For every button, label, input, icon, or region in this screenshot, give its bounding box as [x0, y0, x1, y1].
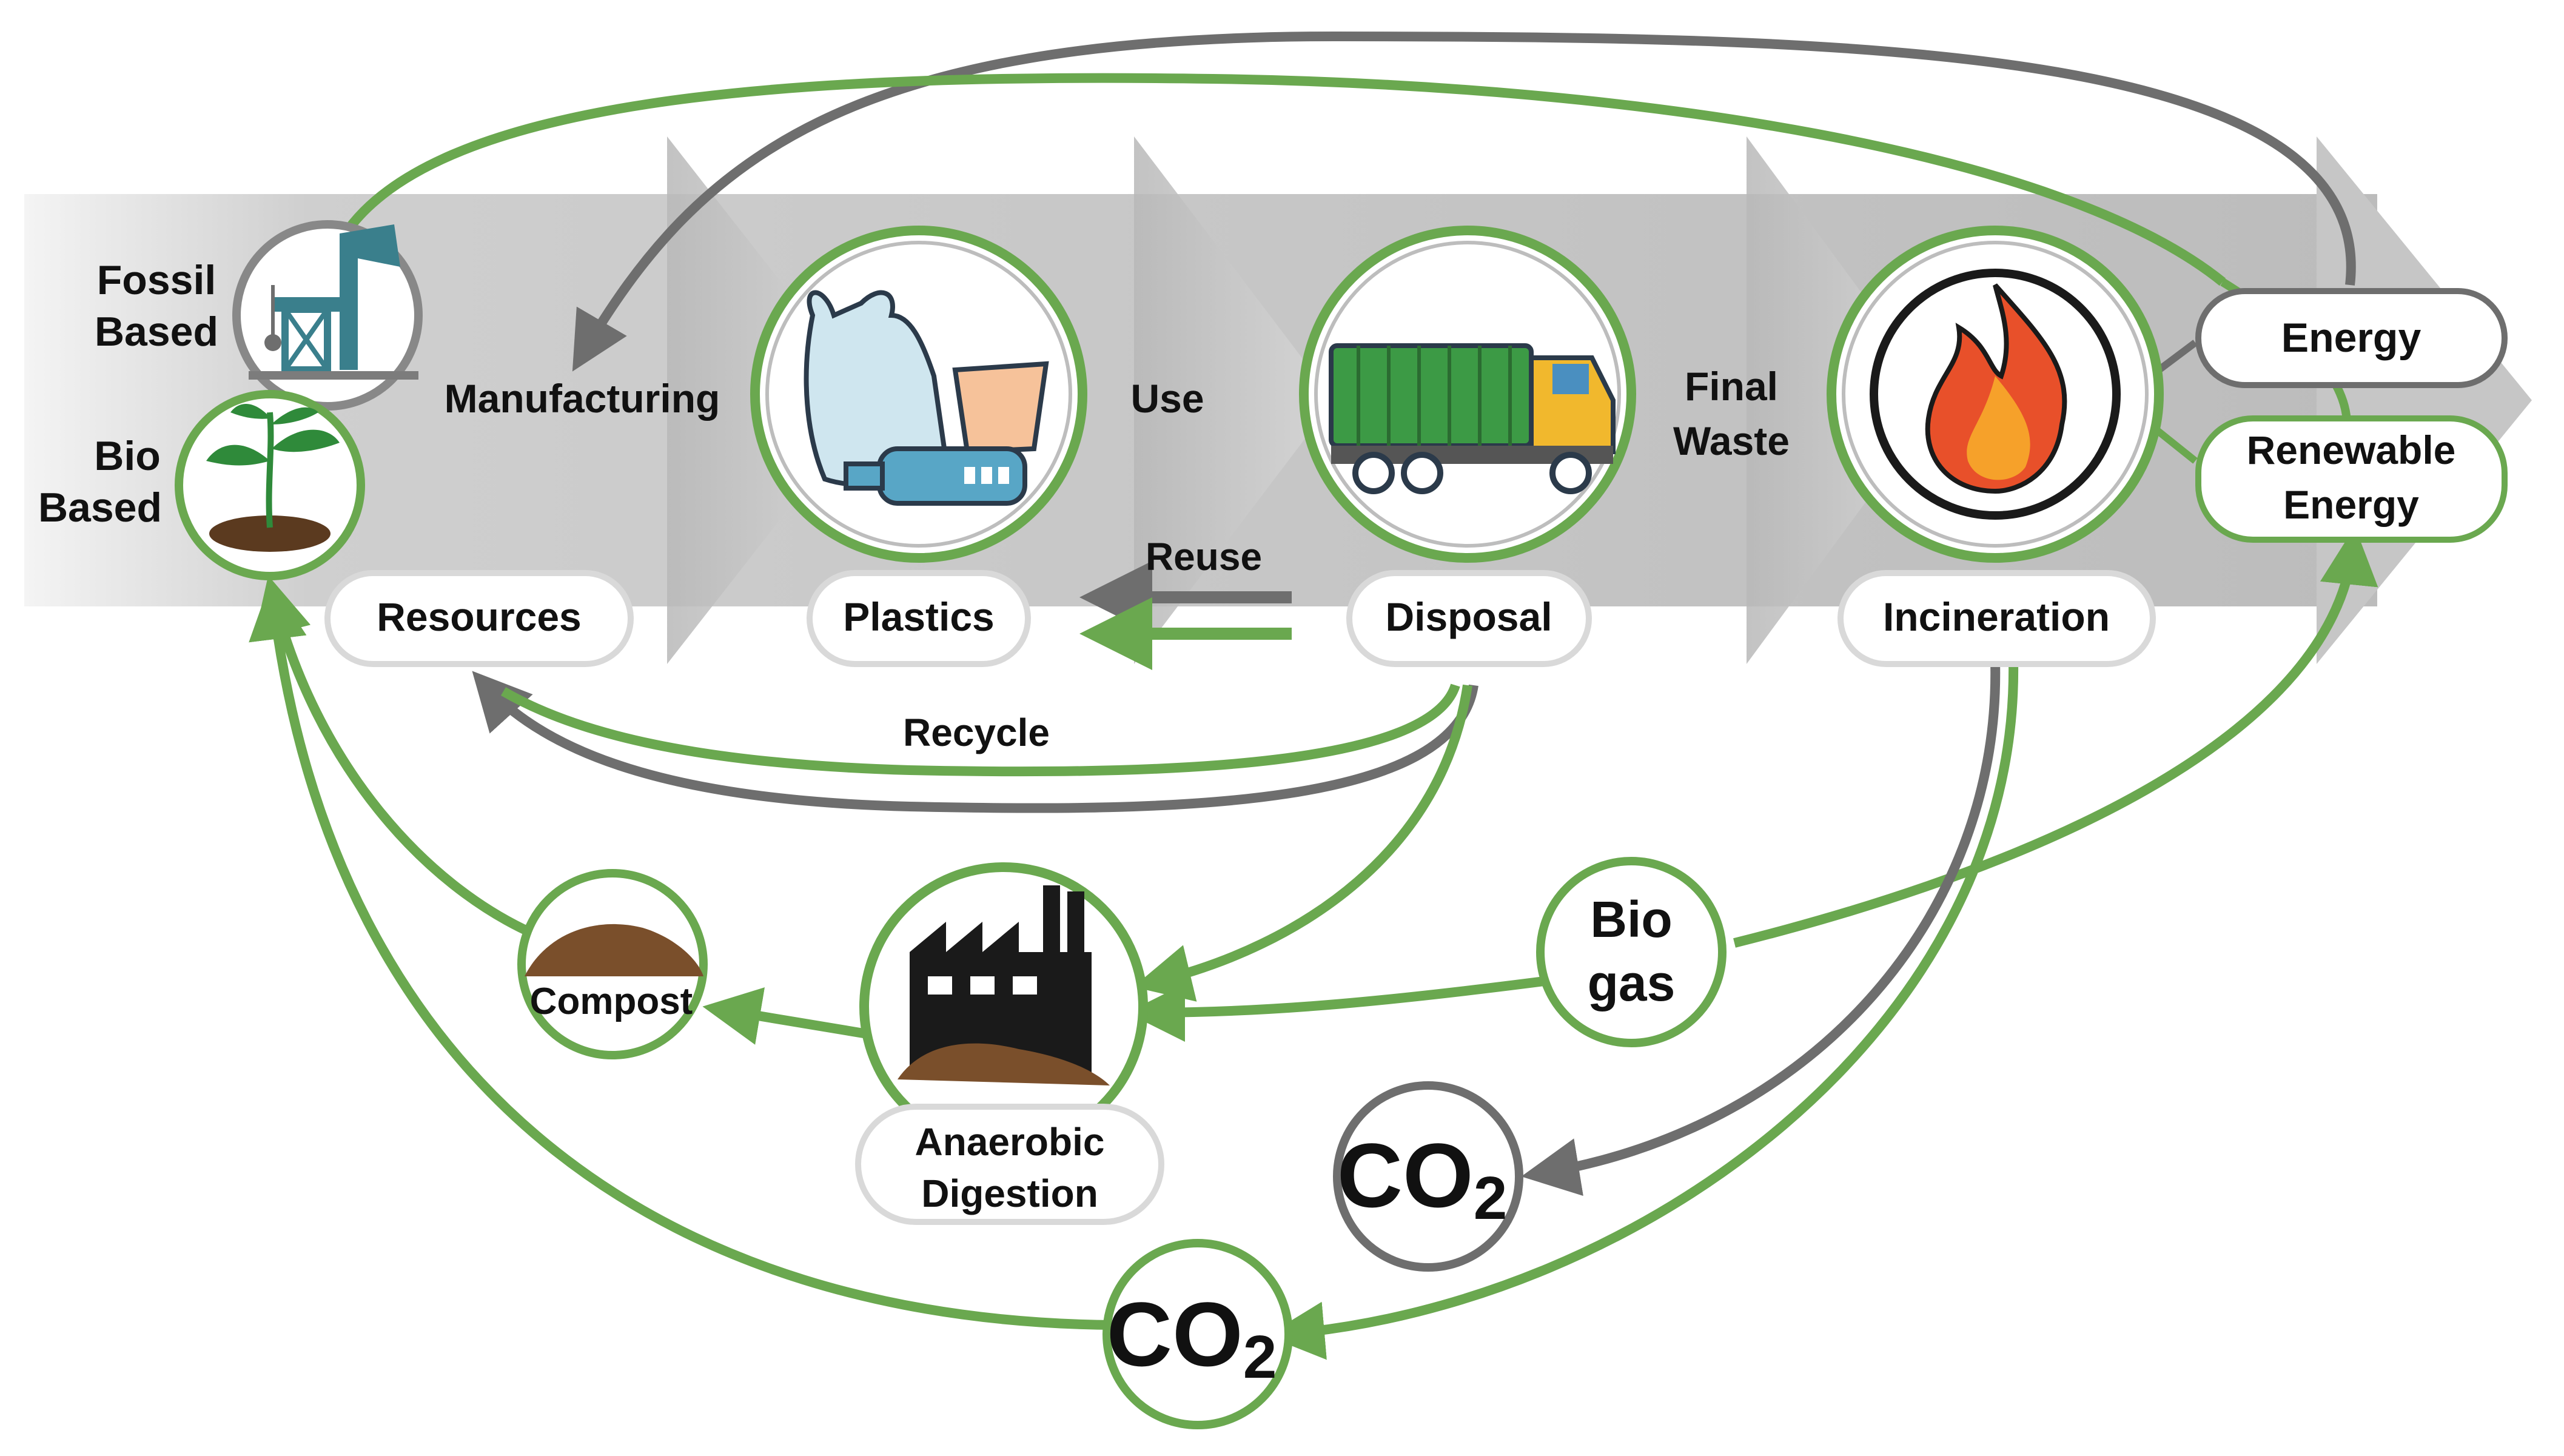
- biogas-to-digestion-arrow: [1127, 975, 1560, 1042]
- resources-label: Resources: [377, 594, 582, 639]
- co2-grey-main: CO: [1337, 1124, 1474, 1226]
- manufacturing-label: Manufacturing: [445, 376, 720, 421]
- disposal-to-digestion-arrow: [1133, 684, 1472, 1002]
- recycle-green-arrow: [500, 683, 1460, 777]
- co2-grey-subscript: 2: [1474, 1164, 1508, 1232]
- reuse-label: Reuse: [1146, 535, 1262, 579]
- plastic-bag-cup-bottle-icon: [804, 290, 1049, 506]
- co2-green-label: CO2: [1107, 1283, 1277, 1391]
- final-waste-label-line1: Final: [1685, 364, 1778, 409]
- biogas-circle: [1536, 857, 1727, 1047]
- top-grey-loop-arrow: [572, 31, 2356, 372]
- plant-icon: [206, 404, 340, 552]
- compost-to-resources-arrow: [253, 575, 536, 939]
- fossil-label-line2: Based: [95, 309, 218, 355]
- final-waste-label-line2: Waste: [1673, 418, 1790, 463]
- incineration-to-co2-arrow: [1521, 660, 2001, 1196]
- factory-icon: [898, 885, 1110, 1085]
- anaerobic-digestion-pill: [855, 1104, 1164, 1225]
- disposal-label: Disposal: [1385, 594, 1552, 639]
- co2-grey-circle: [1333, 1081, 1523, 1272]
- compost-heap-icon: [525, 924, 703, 976]
- digestion-icon-circle: [859, 862, 1148, 1151]
- fossil-label-line1: Fossil: [97, 257, 216, 303]
- co2-to-resources-arrow: [249, 581, 1116, 1330]
- digestion-to-compost-arrow: [702, 987, 868, 1045]
- garbage-truck-icon: [1329, 343, 1616, 494]
- disposal-icon-circle: [1299, 226, 1636, 563]
- incineration-icon-circle: [1827, 226, 2164, 563]
- renewable-energy-label-line1: Renewable: [2247, 428, 2456, 472]
- fire-icon: [1925, 283, 2067, 494]
- disposal-pill: [1346, 570, 1592, 667]
- energy-label: Energy: [2281, 315, 2421, 361]
- co2-green-circle: [1102, 1239, 1293, 1429]
- plastics-label: Plastics: [843, 594, 995, 639]
- co2-grey-label: CO2: [1337, 1124, 1508, 1232]
- resources-pill: [324, 570, 634, 667]
- compost-icon-circle: [517, 869, 708, 1059]
- incineration-pill: [1837, 570, 2156, 667]
- anaerobic-label-line1: Anaerobic: [915, 1120, 1105, 1164]
- bio-label-line2: Based: [38, 485, 162, 531]
- co2-green-subscript: 2: [1243, 1323, 1277, 1391]
- recycle-label: Recycle: [903, 711, 1050, 754]
- renewable-energy-label-line2: Energy: [2283, 482, 2419, 527]
- plastics-pill: [807, 570, 1031, 667]
- energy-pill: [2195, 288, 2508, 388]
- compost-label: Compost: [530, 981, 693, 1022]
- fossil-icon-circle: [232, 220, 423, 411]
- plastics-icon-circle: [750, 226, 1087, 563]
- anaerobic-label-line2: Digestion: [921, 1172, 1098, 1215]
- incineration-to-green-co2-arrow: [1266, 660, 2019, 1360]
- incineration-label: Incineration: [1883, 594, 2110, 639]
- bio-icon-circle: [175, 390, 365, 580]
- co2-green-main: CO: [1107, 1283, 1243, 1385]
- use-label: Use: [1130, 376, 1204, 421]
- oil-pump-icon: [249, 224, 418, 380]
- biogas-label-line2: gas: [1588, 954, 1676, 1011]
- recycle-grey-arrow: [472, 671, 1478, 813]
- biogas-label-line1: Bio: [1590, 891, 1672, 948]
- top-green-loop-arrow: [335, 73, 2226, 286]
- renewable-energy-pill: [2195, 415, 2508, 543]
- biogas-to-renewable-arrow: [1733, 526, 2378, 948]
- bio-label-line1: Bio: [94, 433, 161, 479]
